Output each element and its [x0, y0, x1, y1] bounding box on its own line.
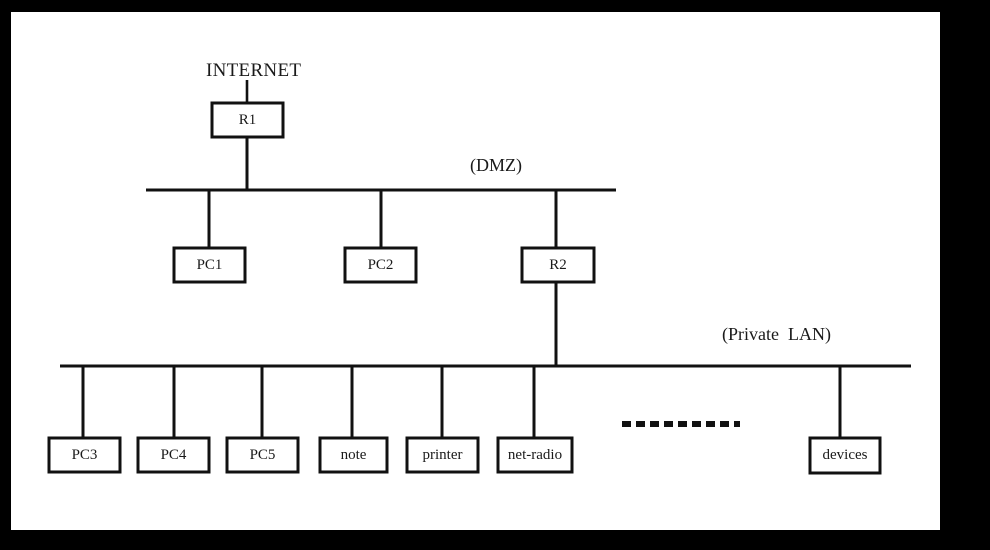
node-label-devices: devices	[822, 447, 868, 463]
node-label-pc5: PC5	[249, 446, 276, 463]
node-label-pc3: PC3	[71, 446, 98, 463]
node-box-r1[interactable]	[210, 101, 285, 139]
node-box-pc3[interactable]	[47, 436, 122, 474]
lan-drop-lines	[81, 366, 842, 439]
node-label-note: note	[340, 446, 367, 463]
node-label-pc2: PC2	[367, 256, 394, 273]
dmz-zone-label: (DMZ)	[470, 155, 522, 175]
node-label-pc1: PC1	[196, 256, 223, 273]
dmz-drop-lines	[207, 190, 558, 249]
node-box-pc4[interactable]	[136, 436, 211, 474]
node-label-net-radio: net-radio	[507, 446, 563, 463]
internet-label: INTERNET	[206, 60, 302, 81]
node-box-pc2[interactable]	[343, 246, 418, 284]
node-label-r2: R2	[549, 256, 567, 273]
node-box-note[interactable]	[318, 436, 389, 474]
dmz-nodes[interactable]	[172, 246, 596, 284]
private-lan-zone-label: (Private LAN)	[722, 324, 831, 344]
node-box-r2[interactable]	[520, 246, 596, 284]
node-box-printer[interactable]	[405, 436, 480, 474]
node-box-devices[interactable]	[808, 436, 882, 475]
node-label-printer: printer	[422, 446, 463, 463]
node-box-net-radio[interactable]	[496, 436, 574, 474]
node-label-pc4: PC4	[160, 446, 187, 463]
node-r1-group[interactable]	[210, 101, 285, 191]
node-box-pc1[interactable]	[172, 246, 247, 284]
node-box-pc5[interactable]	[225, 436, 300, 474]
lan-nodes[interactable]	[47, 436, 882, 475]
node-label-r1: R1	[238, 111, 257, 128]
